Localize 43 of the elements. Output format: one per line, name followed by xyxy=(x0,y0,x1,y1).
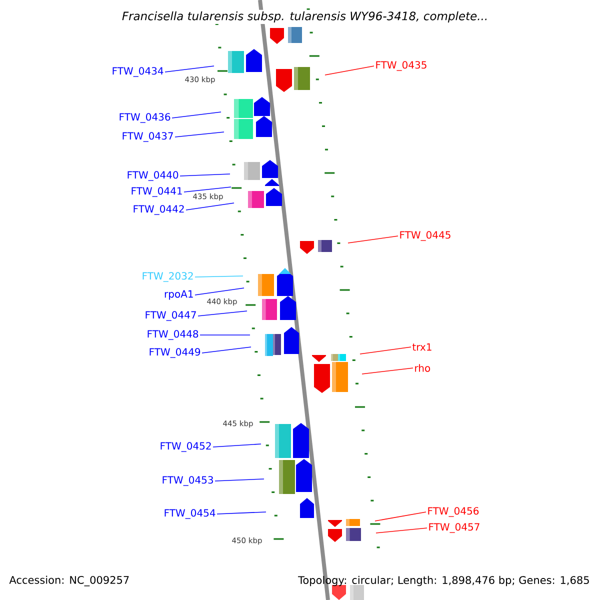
leader-line xyxy=(374,512,426,522)
leader-line xyxy=(184,186,232,192)
leader-line xyxy=(324,66,374,76)
leader-line xyxy=(212,444,262,448)
gene-label: rpoA1 xyxy=(164,290,193,300)
gene-label: FTW_0441 xyxy=(132,187,182,197)
leader-line xyxy=(194,276,244,278)
gene-label: FTW_0440 xyxy=(128,171,178,181)
leader-line xyxy=(376,528,428,534)
leader-line xyxy=(164,66,214,72)
leader-line xyxy=(360,346,412,354)
gene-label: FTW_0447 xyxy=(146,311,196,321)
gene-label: FTW_0434 xyxy=(112,67,164,77)
leader-line xyxy=(180,174,230,176)
footer-text: Topology: circular; Length: 1,898,476 bp; Genes: 1,685 xyxy=(298,576,589,586)
gene-label: FTW_0452 xyxy=(160,442,211,452)
gene-label: FTW_0435 xyxy=(376,61,426,71)
leader-line xyxy=(194,288,244,296)
gene-label: FTW_2032 xyxy=(142,272,193,282)
gene-label: FTW_0457 xyxy=(429,523,480,533)
gene-label: FTW_0445 xyxy=(400,231,450,241)
title: Francisella tularensis subsp. tularensis WY96-3418, complete... xyxy=(120,10,490,24)
gene-label: rho xyxy=(415,364,430,372)
leader-line xyxy=(198,310,248,316)
leader-line xyxy=(362,368,414,374)
gene-label: FTW_0448 xyxy=(148,330,198,340)
gene-label: FTW_0449 xyxy=(150,348,200,358)
gene-label: FTW_0456 xyxy=(428,507,479,517)
gene-label: FTW_0437 xyxy=(122,132,173,142)
gene-label: FTW_0454 xyxy=(164,509,216,519)
gene-label: FTW_0453 xyxy=(162,476,213,486)
gene-label: trx1 xyxy=(412,343,432,351)
footer-text: Accession: NC_009257 xyxy=(9,576,129,586)
leader-line xyxy=(202,346,252,354)
gene-label: FTW_0442 xyxy=(134,205,184,215)
leader-line xyxy=(172,112,222,118)
leader-line xyxy=(174,132,224,138)
leader-line xyxy=(348,236,398,244)
leader-line xyxy=(214,478,264,482)
leader-line xyxy=(186,202,234,210)
leader-line xyxy=(200,334,250,336)
leader-line xyxy=(216,512,266,514)
gene-label: FTW_0436 xyxy=(120,113,170,123)
